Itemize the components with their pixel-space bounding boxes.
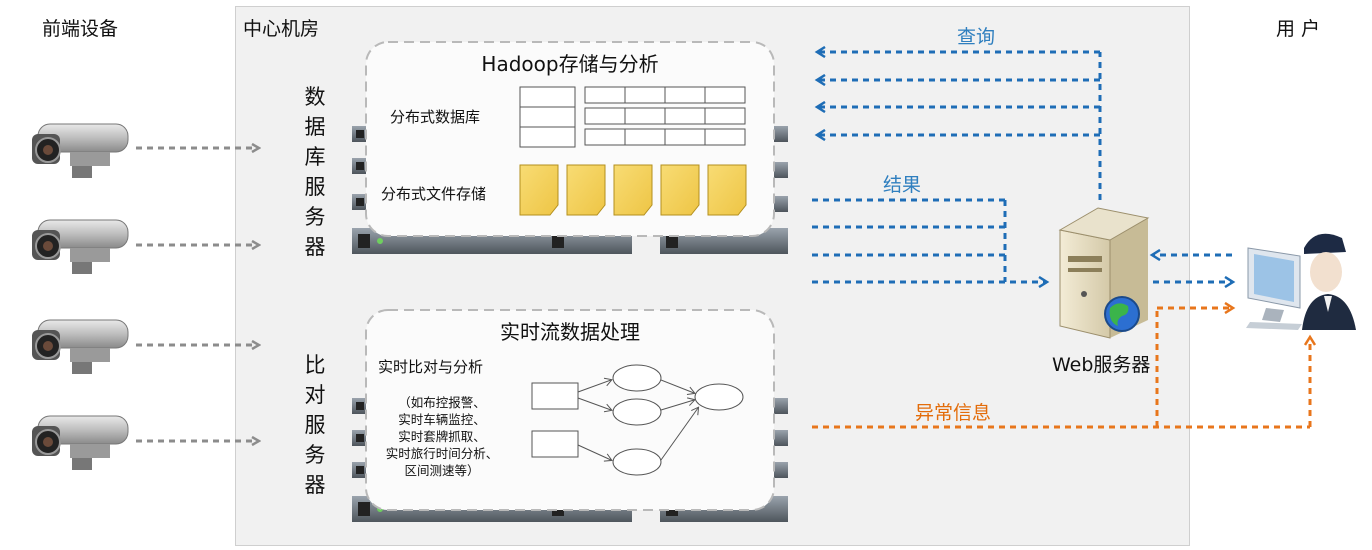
cmp-server-char: 对 [304,383,326,407]
database-servers-label: 数 据 库 服 务 器 [304,82,326,262]
web-server-icon [1058,207,1150,339]
db-server-char: 库 [304,145,326,169]
hadoop-title-wrap: Hadoop存储与分析 [366,48,774,77]
alert-info-label: 异常信息 [915,402,992,424]
realtime-note-line: 实时旅行时间分析、 [385,446,499,461]
police-user-icon [1246,233,1356,330]
db-server-char: 服 [304,175,326,199]
realtime-note-line: 实时套牌抓取、 [398,429,486,444]
camera-icon [32,219,129,274]
user-label: 用 户 [1276,18,1321,40]
result-label: 结果 [883,174,922,196]
realtime-title-wrap: 实时流数据处理 [366,316,774,345]
db-server-char: 数 [304,85,326,109]
center-room-label: 中心机房 [243,18,320,40]
realtime-note-line: 区间测速等） [404,463,480,478]
realtime-notes: （如布控报警、 实时车辆监控、 实时套牌抓取、 实时旅行时间分析、 区间测速等） [372,394,512,479]
camera-icon [32,319,129,374]
db-server-char: 器 [304,235,326,259]
distributed-db-label: 分布式数据库 [390,108,481,126]
file-note-icon [519,164,747,216]
realtime-compare-label: 实时比对与分析 [378,358,484,376]
database-table-icon [519,86,746,148]
camera-icon [32,415,129,470]
frontend-devices-label: 前端设备 [42,18,119,40]
camera-icon [32,123,129,178]
stream-flow-graph [531,364,744,476]
result-arrows [812,198,1046,282]
web-server-label: Web服务器 [1052,354,1151,376]
cmp-server-char: 服 [304,413,326,437]
db-server-char: 据 [304,115,326,139]
realtime-title: 实时流数据处理 [500,320,640,344]
hadoop-title: Hadoop存储与分析 [481,52,659,76]
alert-arrows [812,308,1310,429]
distributed-fs-label: 分布式文件存储 [381,185,487,203]
cmp-server-char: 务 [304,443,326,467]
db-server-char: 务 [304,205,326,229]
realtime-note-line: （如布控报警、 [398,395,486,410]
query-label: 查询 [957,26,996,48]
cmp-server-char: 器 [304,473,326,497]
comparison-servers-label: 比 对 服 务 器 [304,350,326,500]
query-arrows [818,52,1102,200]
cmp-server-char: 比 [304,353,326,377]
realtime-panel [365,309,775,511]
realtime-note-line: 实时车辆监控、 [398,412,486,427]
